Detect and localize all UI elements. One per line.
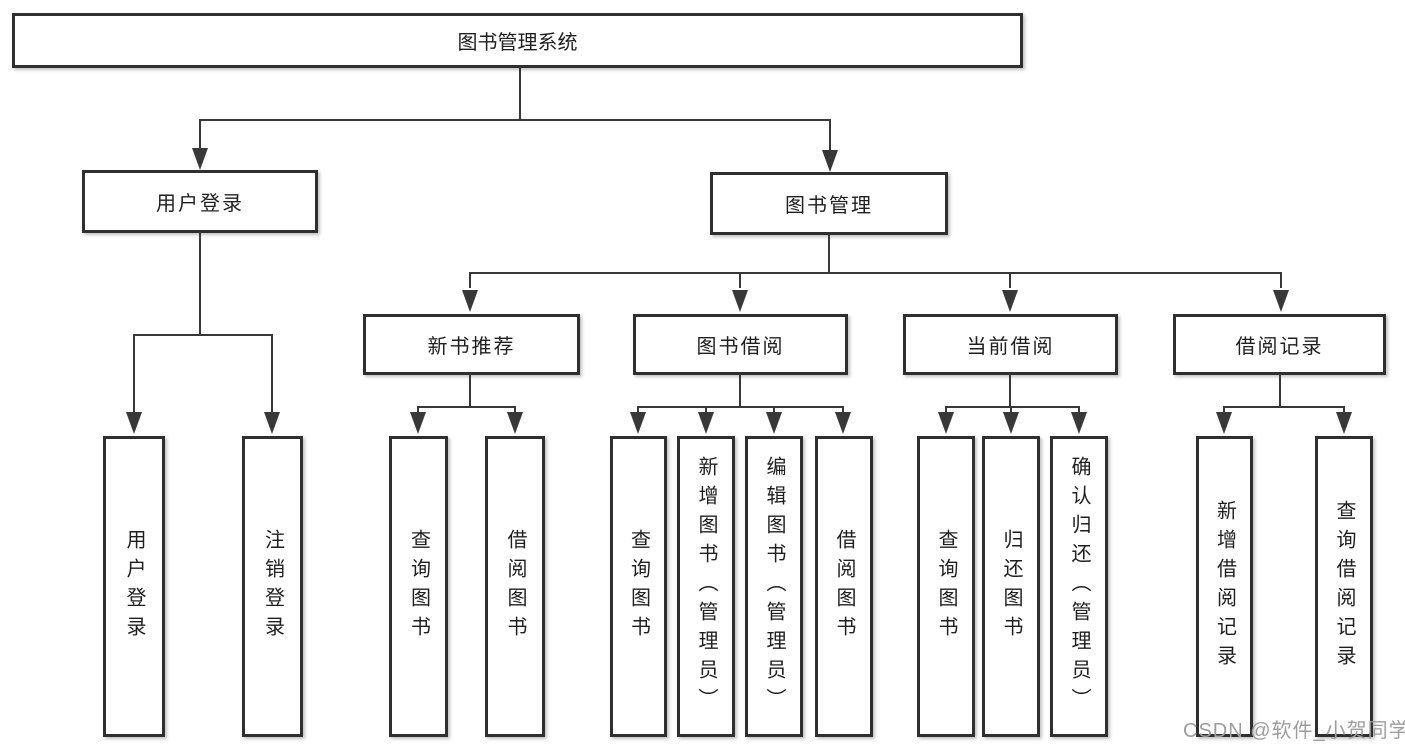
leaf-add-borrow-record: 新增借阅记录 <box>1196 436 1253 737</box>
leaf-borrow-query-book: 查询图书 <box>610 436 667 737</box>
arrow-down-icon <box>1216 412 1232 434</box>
connector-line <box>514 406 516 414</box>
arrow-down-icon <box>822 150 838 172</box>
arrow-down-icon <box>1273 290 1289 312</box>
connector-line <box>842 406 844 414</box>
leaf-recommend-borrow-book: 借阅图书 <box>485 436 545 737</box>
leaf-edit-book-admin: 编辑图书（管理员） <box>745 436 803 737</box>
node-new-book-recommend: 新书推荐 <box>363 314 580 375</box>
connector-line <box>945 406 1080 408</box>
node-label: 当前借阅 <box>966 336 1055 358</box>
connector-line <box>417 406 419 414</box>
arrow-down-icon <box>630 412 646 434</box>
node-label: 图书管理 <box>785 195 873 217</box>
node-book-management: 图书管理 <box>710 172 948 235</box>
node-label: 查询借阅记录 <box>1333 499 1355 674</box>
arrow-down-icon <box>835 412 851 434</box>
node-label: 查询图书 <box>407 528 430 645</box>
connector-line <box>739 374 741 408</box>
node-label: 用户登录 <box>156 193 244 215</box>
connector-line <box>469 374 471 408</box>
arrow-down-icon <box>507 412 523 434</box>
connector-line <box>1009 374 1011 408</box>
connector-line <box>637 406 639 414</box>
leaf-query-borrow-record: 查询借阅记录 <box>1315 436 1373 737</box>
leaf-user-login: 用户登录 <box>103 436 165 737</box>
connector-line <box>271 334 273 414</box>
connector-line <box>519 67 521 120</box>
watermark: CSDN @软件_小贺同学 <box>1183 720 1405 742</box>
connector-line <box>469 272 1282 274</box>
node-borrow-records: 借阅记录 <box>1173 314 1386 375</box>
node-label: 确认归还（管理员） <box>1068 456 1090 717</box>
connector-line <box>1279 374 1281 408</box>
arrow-down-icon <box>192 148 208 170</box>
node-label: 新增图书（管理员） <box>695 456 717 717</box>
arrow-down-icon <box>462 290 478 312</box>
connector-line <box>1223 406 1225 414</box>
node-label: 注销登录 <box>261 528 284 645</box>
node-label: 借阅记录 <box>1235 336 1324 358</box>
node-current-borrow: 当前借阅 <box>903 314 1118 375</box>
arrow-down-icon <box>1071 412 1087 434</box>
arrow-down-icon <box>698 412 714 434</box>
arrow-down-icon <box>938 412 954 434</box>
leaf-borrow-book: 借阅图书 <box>815 436 873 737</box>
connector-line <box>417 406 516 408</box>
arrow-down-icon <box>1336 412 1352 434</box>
node-label: 借阅图书 <box>833 528 855 645</box>
node-user-login: 用户登录 <box>82 170 318 233</box>
connector-line <box>1009 272 1011 288</box>
arrow-down-icon <box>766 412 782 434</box>
leaf-confirm-return-admin: 确认归还（管理员） <box>1050 436 1108 737</box>
connector-line <box>1078 406 1080 414</box>
connector-line <box>739 272 741 288</box>
connector-line <box>945 406 947 414</box>
leaf-logout: 注销登录 <box>242 436 303 737</box>
connector-line <box>1223 406 1345 408</box>
node-label: 编辑图书（管理员） <box>763 456 785 717</box>
leaf-return-book: 归还图书 <box>982 436 1040 737</box>
leaf-recommend-query-book: 查询图书 <box>389 436 448 737</box>
connector-line <box>1010 406 1012 414</box>
connector-line <box>637 406 844 408</box>
node-label: 借阅图书 <box>504 528 526 645</box>
node-root-system: 图书管理系统 <box>12 13 1023 68</box>
node-label: 图书管理系统 <box>457 32 578 54</box>
leaf-add-book-admin: 新增图书（管理员） <box>677 436 735 737</box>
leaf-current-query-book: 查询图书 <box>917 436 975 737</box>
node-book-borrow: 图书借阅 <box>633 314 848 375</box>
node-label: 用户登录 <box>123 528 145 645</box>
arrow-down-icon <box>410 412 426 434</box>
node-label: 新书推荐 <box>427 336 516 358</box>
node-label: 新增借阅记录 <box>1213 499 1236 674</box>
connector-line <box>133 334 135 414</box>
node-label: 图书借阅 <box>696 336 785 358</box>
node-label: 查询图书 <box>935 528 957 645</box>
connector-line <box>1280 272 1282 288</box>
connector-line <box>469 272 471 288</box>
connector-line <box>133 334 273 336</box>
arrow-down-icon <box>1003 412 1019 434</box>
connector-line <box>199 119 201 153</box>
node-label: 归还图书 <box>1000 528 1022 645</box>
connector-line <box>705 406 707 414</box>
connector-line <box>1343 406 1345 414</box>
arrow-down-icon <box>264 412 280 434</box>
arrow-down-icon <box>732 290 748 312</box>
node-label: 查询图书 <box>627 528 650 645</box>
arrow-down-icon <box>126 412 142 434</box>
arrow-down-icon <box>1002 290 1018 312</box>
connector-line <box>199 232 201 335</box>
connector-line <box>199 119 831 121</box>
connector-line <box>828 234 830 274</box>
connector-line <box>773 406 775 414</box>
connector-line <box>829 119 831 153</box>
